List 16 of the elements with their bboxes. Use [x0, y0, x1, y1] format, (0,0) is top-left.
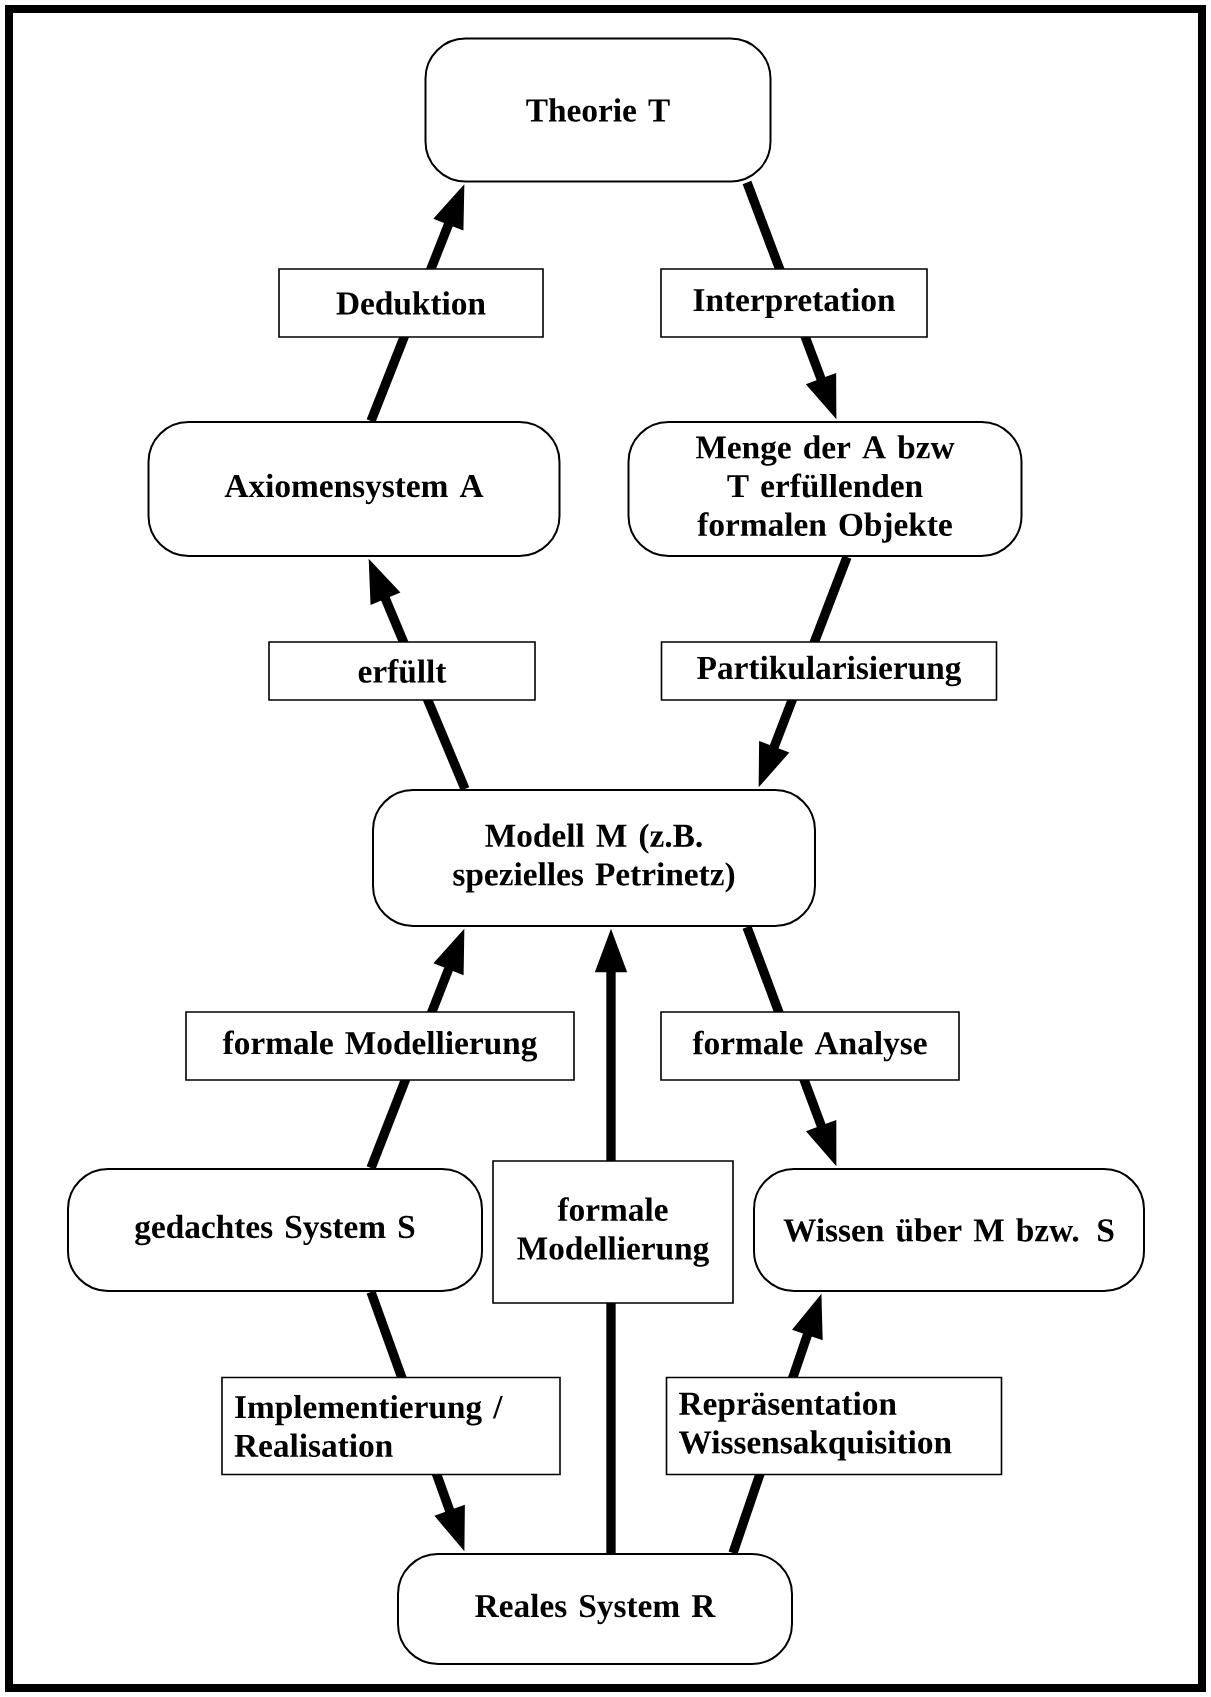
edge-label: Repräsentation Wissensakquisition	[665, 1376, 1003, 1476]
edge-label: Interpretation	[660, 268, 928, 338]
rounded-box: gedachtes System S	[67, 1168, 483, 1292]
rounded-box: Menge der A bzw T erfüllenden formalen Objekte	[627, 421, 1023, 557]
edge-label: formale Modellierung	[492, 1160, 734, 1304]
edge-label: formale Modellierung	[185, 1011, 575, 1081]
edge-label: formale Analyse	[660, 1011, 960, 1081]
edge-label: Partikularisierung	[660, 641, 998, 701]
rounded-box: Wissen über M bzw. S	[753, 1168, 1145, 1292]
rounded-box: Theorie T	[424, 37, 772, 183]
rounded-box: Reales System R	[397, 1553, 793, 1665]
edge-label: Deduktion	[278, 268, 544, 338]
edge-label: Implementierung / Realisation	[221, 1376, 561, 1476]
rounded-box: Axiomensystem A	[147, 421, 561, 557]
edge-label: erfüllt	[268, 641, 536, 701]
rounded-box: Modell M (z.B. spezielles Petrinetz)	[372, 789, 816, 927]
